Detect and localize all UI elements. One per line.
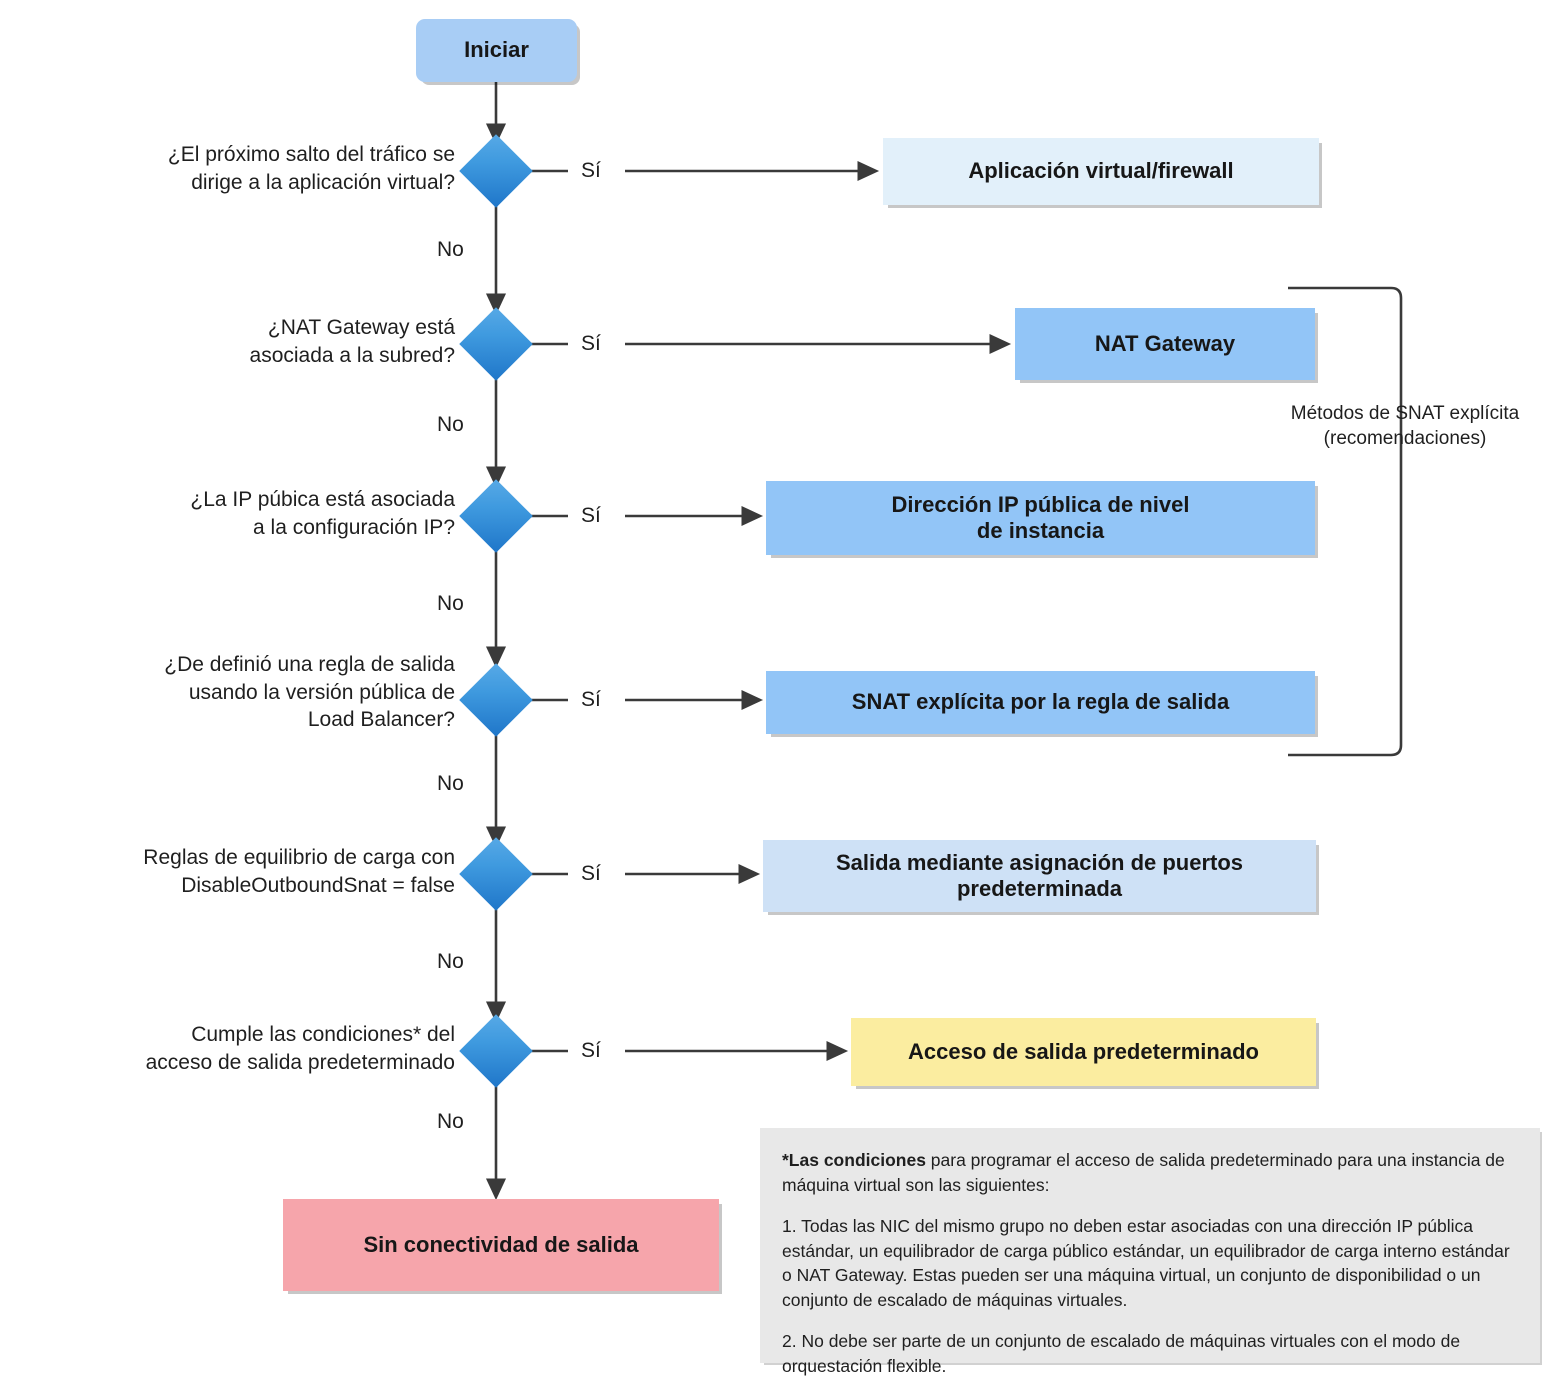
outcome-default-outbound[interactable]: Acceso de salida predeterminado [851,1018,1316,1086]
edge-label-no-4: No [437,772,464,795]
footnote-lead-rest: para programar el acceso de salida prede… [782,1150,1505,1195]
diamond-shape [459,307,533,381]
diamond-shape [459,663,533,737]
diamond-shape [459,837,533,911]
footnote-item-2: 2. No debe ser parte de un conjunto de e… [782,1331,1461,1376]
question-default-access: Cumple las condiciones* del acceso de sa… [145,1023,455,1074]
decision-public-ip[interactable] [459,479,533,553]
decision-default-access[interactable] [459,1014,533,1088]
decision-next-hop[interactable] [459,134,533,208]
diamond-shape [459,134,533,208]
edge-label-yes-4: Sí [581,688,601,711]
footnote-item-1: 1. Todas las NIC del mismo grupo no debe… [782,1215,1510,1311]
terminal-no-outbound[interactable]: Sin conectividad de salida [283,1199,719,1291]
decision-nat-gateway[interactable] [459,307,533,381]
conditions-footnote: *Las condiciones para programar el acces… [760,1128,1540,1376]
edge-label-yes-5: Sí [581,862,601,885]
edge-label-yes-3: Sí [581,504,601,527]
edge-label-no-5: No [437,950,464,973]
edge-label-yes-6: Sí [581,1039,601,1062]
bracket-caption: Métodos de SNAT explícita (recomendacion… [1290,403,1520,449]
edge-label-no-6: No [437,1110,464,1133]
edge-label-no-3: No [437,592,464,615]
outcome-appliance[interactable]: Aplicación virtual/firewall [883,138,1319,205]
question-nat-gateway: ¿NAT Gateway está asociada a la subred? [249,316,455,367]
diamond-shape [459,1014,533,1088]
question-lb-rules: Reglas de equilibrio de carga con Disabl… [143,846,455,897]
footnote-lead-bold: *Las condiciones [782,1150,926,1170]
diamond-shape [459,479,533,553]
question-public-ip: ¿La IP púbica está asociada a la configu… [190,488,455,539]
decision-lb-rules[interactable] [459,837,533,911]
start-node[interactable]: Iniciar [416,19,577,82]
outcome-instance-ip[interactable]: Dirección IP pública de nivel de instanc… [766,481,1315,555]
start-label: Iniciar [464,37,529,63]
edge-label-no-1: No [437,238,464,261]
decision-outbound-rule[interactable] [459,663,533,737]
outcome-explicit-snat[interactable]: SNAT explícita por la regla de salida [766,671,1315,734]
footnote-lead: *Las condiciones para programar el acces… [782,1148,1518,1198]
edge-label-no-2: No [437,413,464,436]
question-next-hop: ¿El próximo salto del tráfico se dirige … [167,143,455,194]
outcome-nat-gateway[interactable]: NAT Gateway [1015,308,1315,380]
question-outbound-rule: ¿De definió una regla de salida usando l… [164,653,455,732]
edge-label-yes-1: Sí [581,159,601,182]
outcome-default-ports[interactable]: Salida mediante asignación de puertos pr… [763,840,1316,912]
edge-label-yes-2: Sí [581,332,601,355]
